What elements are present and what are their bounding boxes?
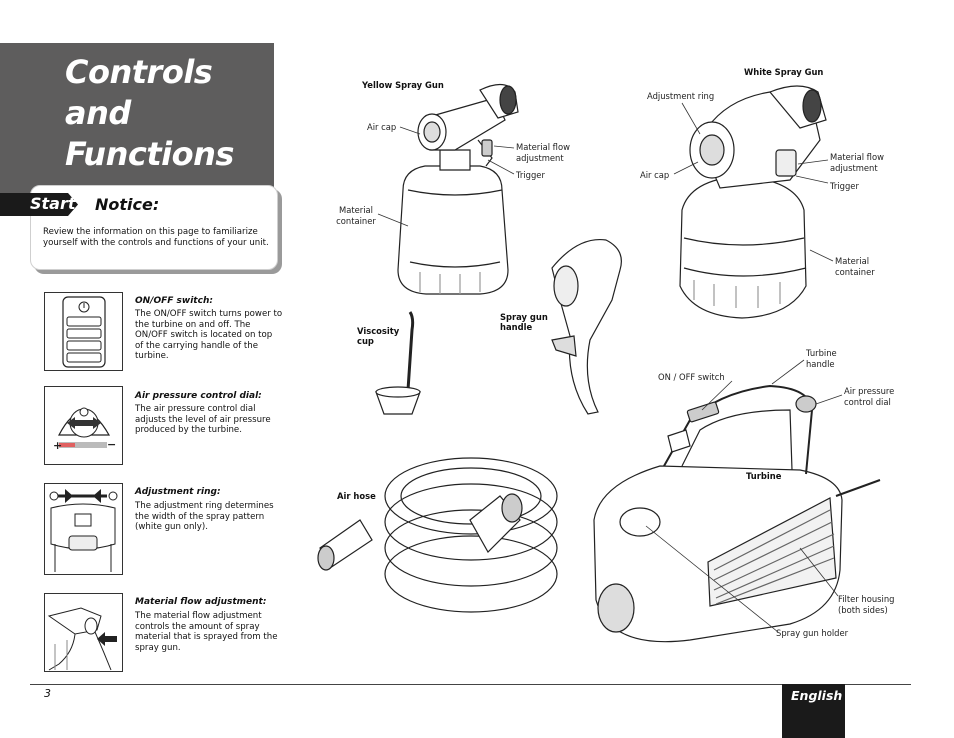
label-filter-housing: Filter housing (both sides) [838, 594, 895, 615]
label-trigger-yellow: Trigger [516, 170, 545, 180]
control-title-on-off: ON/OFF switch: [135, 296, 213, 306]
label-air-cap-yellow: Air cap [367, 122, 397, 132]
label-material-flow-yellow: Material flow adjustment [516, 142, 570, 163]
page-title-line2: Functions [65, 135, 234, 173]
label-air-cap-white: Air cap [640, 170, 670, 180]
label-material-container-yellow: Material container [336, 205, 376, 226]
control-body-adjustment-ring: The adjustment ring determines the width… [135, 501, 274, 533]
label-turbine: Turbine [746, 471, 782, 481]
control-title-adjustment-ring: Adjustment ring: [135, 487, 221, 497]
label-on-off-switch: ON / OFF switch [658, 372, 725, 382]
language-label: English [791, 688, 843, 703]
svg-text:−: − [107, 438, 116, 451]
spray-gun-handle-drawing [551, 238, 622, 415]
label-white-spray-gun: White Spray Gun [744, 67, 824, 77]
leader-lines [377, 102, 843, 633]
label-yellow-spray-gun: Yellow Spray Gun [362, 80, 444, 90]
label-spray-gun-holder: Spray gun holder [776, 628, 849, 638]
title-banner [0, 43, 274, 203]
control-title-air-pressure: Air pressure control dial: [135, 391, 262, 401]
start-label: Start [30, 194, 76, 213]
on-off-switch-image [44, 292, 123, 371]
language-tab [782, 684, 845, 738]
air-hose-drawing [317, 457, 558, 613]
control-body-air-pressure: The air pressure control dial adjusts th… [135, 404, 271, 436]
control-body-on-off: The ON/OFF switch turns power to the tur… [135, 309, 283, 362]
label-air-hose: Air hose [337, 491, 376, 501]
label-trigger-white: Trigger [830, 181, 859, 191]
material-flow-image [44, 593, 123, 672]
page-title-line1: Controls and [65, 53, 213, 132]
label-material-container-white: Material container [835, 256, 875, 277]
label-viscosity-cup: Viscosity cup [357, 326, 400, 346]
label-air-pressure-dial: Air pressure control dial [844, 386, 895, 407]
svg-text:+: + [53, 439, 62, 452]
label-turbine-handle: Turbine handle [806, 348, 837, 369]
white-spray-gun-drawing [679, 85, 827, 319]
page-title: Controls and Functions [65, 52, 270, 175]
page-number: 3 [44, 687, 51, 700]
control-title-material-flow: Material flow adjustment: [135, 597, 267, 607]
control-body-material-flow: The material flow adjustment controls th… [135, 611, 278, 653]
yellow-spray-gun-drawing [397, 83, 519, 295]
label-material-flow-white: Material flow adjustment [830, 152, 884, 173]
adjustment-ring-image [44, 483, 123, 575]
air-pressure-dial-image: + − [44, 386, 123, 465]
notice-body: Review the information on this page to f… [43, 227, 269, 248]
footer-rule [30, 684, 911, 685]
notice-title: Notice: [95, 195, 160, 214]
label-adjustment-ring: Adjustment ring [647, 91, 715, 101]
start-tab-arrow [0, 193, 78, 216]
label-spray-gun-handle: Spray gun handle [500, 312, 548, 332]
